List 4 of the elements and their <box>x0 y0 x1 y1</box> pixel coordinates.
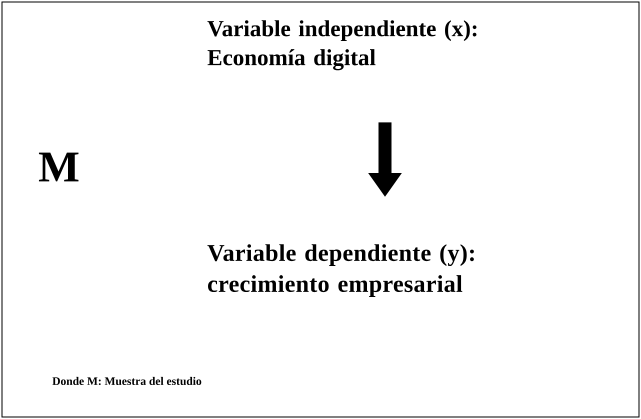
variable-text: Variable independiente (x): Economía digital <box>207 20 476 70</box>
note-text: Donde M: Muestra del estudio <box>52 376 202 386</box>
letter-label: M <box>38 152 78 182</box>
variable-text: Variable dependiente (y): crecimiento empresarial <box>207 244 474 297</box>
